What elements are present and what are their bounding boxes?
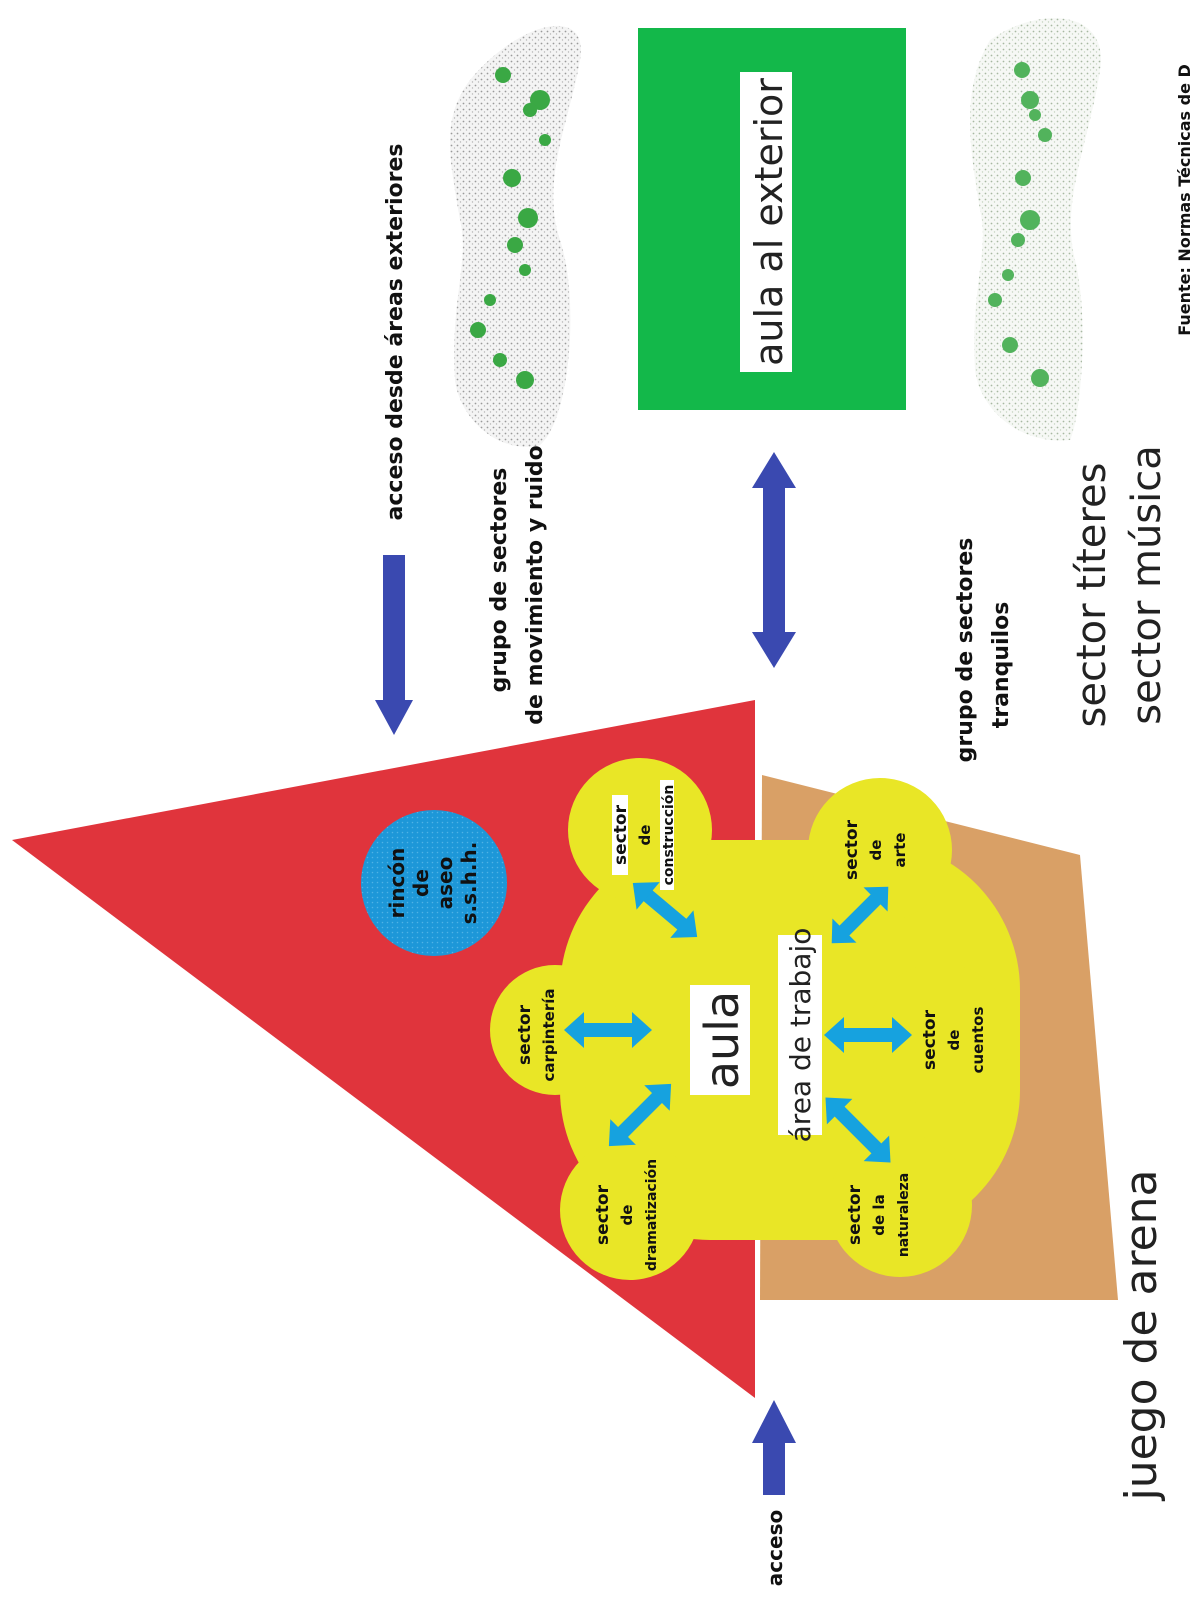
aula-blob <box>490 758 1020 1280</box>
rincon-label-1: rincón <box>385 848 409 919</box>
svg-text:carpintería: carpintería <box>540 989 558 1082</box>
svg-text:sector: sector <box>515 1004 535 1065</box>
group-movement-label-1: grupo de sectores <box>487 468 512 693</box>
aula-exterior-label: aula al exterior <box>747 78 791 366</box>
sector-dramatizacion: sector de dramatización <box>593 1159 660 1271</box>
svg-text:sector: sector <box>842 819 862 880</box>
rincon-label-2: de <box>409 869 433 897</box>
sector-carpinteria: sector carpintería <box>515 989 558 1082</box>
svg-text:construcción: construcción <box>661 785 677 886</box>
group-quiet-label-2: tranquilos <box>989 602 1014 729</box>
area-trabajo-box <box>778 935 822 1135</box>
acceso-exterior-label: acceso desde áreas exteriores <box>383 144 408 521</box>
rincon-aseo: rincón de aseo s.s.h.h. <box>361 810 507 956</box>
aula-exterior-double-arrow-icon <box>752 452 796 668</box>
rincon-label-3: aseo <box>433 857 457 910</box>
group-quiet-label-1: grupo de sectores <box>953 538 978 763</box>
rincon-label-4: s.s.h.h. <box>457 842 481 925</box>
tree-area-quiet <box>970 18 1101 441</box>
sector-titeres-label: sector títeres <box>1069 463 1115 728</box>
sector-naturaleza: sector de la naturaleza <box>845 1173 912 1257</box>
svg-text:de: de <box>618 1205 636 1226</box>
svg-text:de: de <box>636 825 654 846</box>
svg-text:sector: sector <box>593 1184 613 1245</box>
sector-construccion: sector de construcción <box>611 780 677 890</box>
svg-text:dramatización: dramatización <box>644 1159 660 1271</box>
aula-label-box <box>690 985 750 1095</box>
svg-text:de: de <box>945 1030 963 1051</box>
svg-text:de: de <box>867 840 885 861</box>
sector-arte: sector de arte <box>842 819 909 880</box>
sector-cuentos: sector de cuentos <box>920 1007 987 1074</box>
svg-text:sector: sector <box>611 804 631 865</box>
group-movement-label-2: de movimiento y ruido <box>523 445 548 725</box>
acceso-arrow-icon <box>752 1400 796 1495</box>
tree-area-movement <box>450 25 581 447</box>
svg-text:sector: sector <box>920 1009 940 1070</box>
cyan-arrows <box>564 882 912 1163</box>
acceso-exterior-arrow-icon <box>375 555 413 735</box>
acceso-label: acceso <box>763 1510 787 1586</box>
svg-text:de la: de la <box>870 1194 888 1235</box>
area-trabajo-label: área de trabajo <box>784 928 817 1143</box>
sector-musica-label: sector música <box>1124 445 1170 725</box>
aula-exterior-label-box <box>740 72 792 372</box>
svg-text:arte: arte <box>891 833 909 868</box>
svg-text:sector: sector <box>845 1184 865 1245</box>
svg-text:naturaleza: naturaleza <box>896 1173 912 1257</box>
svg-text:cuentos: cuentos <box>969 1007 987 1074</box>
juego-arena-label: juego de arena <box>1116 1169 1167 1501</box>
aula-label: aula <box>695 991 749 1089</box>
source-label: Fuente: Normas Técnicas de D <box>1175 64 1194 336</box>
